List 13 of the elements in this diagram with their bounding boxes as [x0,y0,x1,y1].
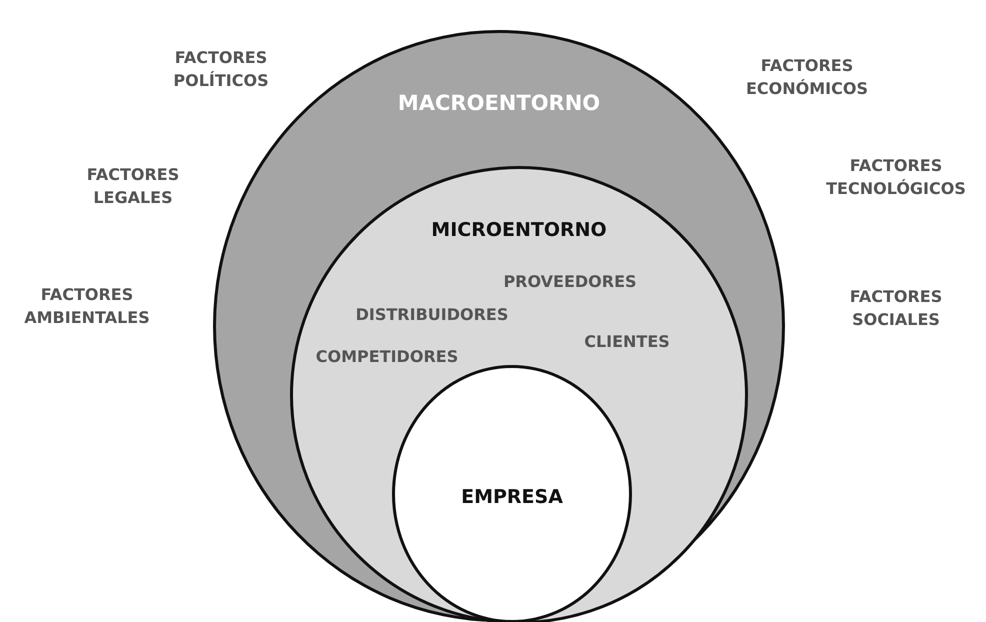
factor-label: CLIENTES [583,331,671,353]
circle-title: EMPRESA [460,486,564,508]
factor-label: PROVEEDORES [502,271,638,293]
factor-label: COMPETIDORES [314,346,460,368]
factor-label: FACTORES ECONÓMICOS [744,55,869,100]
circle-title: MACROENTORNO [396,91,602,115]
factor-label: FACTORES SOCIALES [848,286,944,332]
factor-label: DISTRIBUIDORES [354,304,510,326]
factor-label: FACTORES TECNOLÓGICOS [825,155,967,200]
factor-label: FACTORES POLÍTICOS [172,47,270,92]
factor-label: FACTORES LEGALES [86,164,180,210]
factor-label: FACTORES AMBIENTALES [23,284,151,330]
circle-title: MICROENTORNO [430,219,608,241]
